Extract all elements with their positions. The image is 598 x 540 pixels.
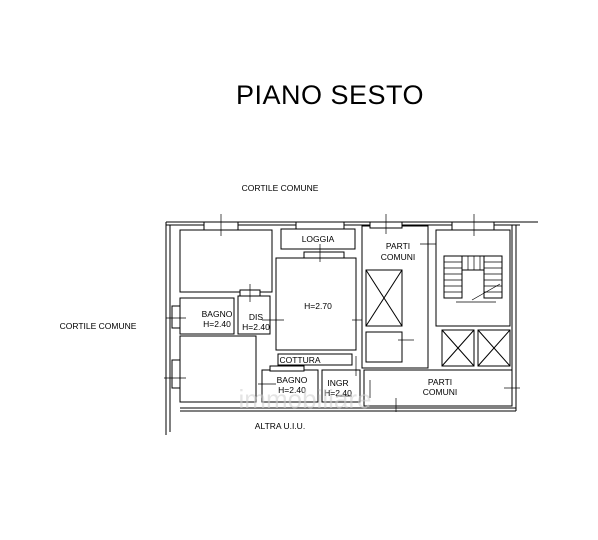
label-ingr-height: H=2.40	[324, 388, 352, 398]
stair-steps	[443, 255, 503, 303]
label-loggia: LOGGIA	[302, 234, 335, 244]
room-bedroom-top	[179, 229, 273, 293]
label-bagno-1: BAGNO	[202, 309, 233, 319]
label-bagno-2-height: H=2.40	[278, 385, 306, 395]
label-parti-1: PARTI	[386, 241, 410, 251]
room-dis	[237, 295, 271, 335]
room-ingr	[321, 369, 361, 403]
label-altra-uiu: ALTRA U.I.U.	[255, 421, 305, 431]
label-dis: DIS	[249, 312, 264, 322]
room-parti-comuni-2	[363, 369, 513, 407]
room-labels: LOGGIA PARTI COMUNI H=2.70 BAGNO H=2.40 …	[202, 234, 458, 431]
label-dis-height: H=2.40	[242, 322, 270, 332]
room-living	[275, 257, 357, 351]
label-parti-2: PARTI	[428, 377, 452, 387]
label-comuni-2: COMUNI	[423, 387, 457, 397]
plan-title: PIANO SESTO	[236, 80, 424, 110]
room-bagno-1	[179, 297, 235, 335]
rooms	[164, 214, 520, 412]
label-comuni-1: COMUNI	[381, 252, 415, 262]
label-cortile-comune-left: CORTILE COMUNE	[60, 321, 137, 331]
label-bagno-1-height: H=2.40	[203, 319, 231, 329]
label-living-height: H=2.70	[304, 301, 332, 311]
label-bagno-2: BAGNO	[277, 375, 308, 385]
label-cortile-comune-top: CORTILE COMUNE	[242, 183, 319, 193]
room-cottura	[277, 353, 353, 366]
label-cottura: COTTURA	[279, 355, 320, 365]
label-ingr: INGR	[327, 378, 348, 388]
watermark: immobiliare	[239, 384, 372, 414]
